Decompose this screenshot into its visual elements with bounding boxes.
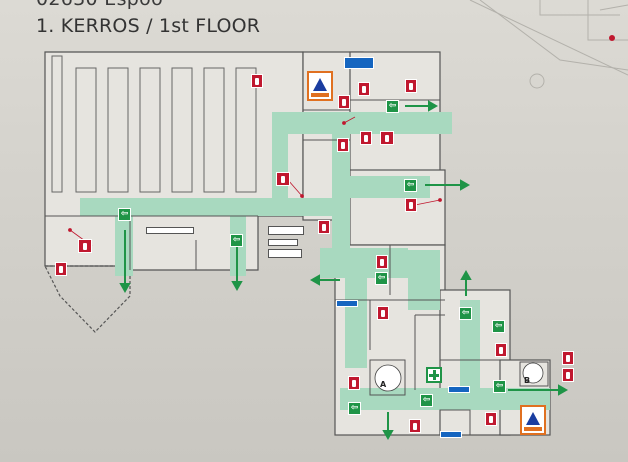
fire-extinguisher-icon [562, 368, 574, 382]
stair-a-label: A [380, 380, 387, 389]
fire-extinguisher-icon [338, 95, 350, 109]
shelter-sign-icon [307, 71, 333, 101]
fire-alarm-icon [78, 239, 92, 253]
emergency-exit-icon: ⇦ [375, 272, 388, 285]
emergency-exit-icon: ⇦ [492, 320, 505, 333]
emergency-exit-icon: ⇦ [386, 100, 399, 113]
emergency-exit-icon: ⇦ [348, 402, 361, 415]
info-sign [336, 300, 358, 307]
info-sign [440, 431, 462, 438]
emergency-exit-icon: ⇦ [118, 208, 131, 221]
fire-extinguisher-icon [405, 79, 417, 93]
fire-extinguisher-icon [485, 412, 497, 426]
fire-extinguisher-icon [337, 138, 349, 152]
site-map-lines [469, 0, 628, 89]
floor-title: 1. KERROS / 1st FLOOR [36, 15, 261, 37]
fire-extinguisher-icon [360, 131, 372, 145]
fire-extinguisher-icon [318, 220, 330, 234]
emergency-exit-icon: ⇦ [404, 179, 417, 192]
address-line: 02630 Espoo [36, 0, 163, 10]
shelter-sign-icon [520, 405, 546, 435]
fire-alarm-icon [380, 131, 394, 145]
stairwells [374, 362, 544, 392]
room-label [268, 249, 302, 258]
fire-extinguisher-icon [495, 343, 507, 357]
warehouse-racks [51, 55, 257, 193]
emergency-exit-icon: ⇦ [459, 307, 472, 320]
you-are-here-dot [609, 35, 615, 41]
fire-extinguisher-icon [348, 376, 360, 390]
emergency-exit-icon: ⇦ [420, 394, 433, 407]
emergency-exit-icon: ⇦ [230, 234, 243, 247]
fire-extinguisher-icon [376, 255, 388, 269]
stair-b-label: B [524, 376, 531, 385]
emergency-exit-icon: ⇦ [493, 380, 506, 393]
first-aid-icon [426, 367, 442, 383]
fire-extinguisher-icon [405, 198, 417, 212]
fire-extinguisher-icon [251, 74, 263, 88]
fire-extinguisher-icon [358, 82, 370, 96]
room-label [146, 227, 194, 234]
info-sign [448, 386, 470, 393]
fire-alarm-icon [276, 172, 290, 186]
fire-extinguisher-icon [562, 351, 574, 365]
fire-extinguisher-icon [377, 306, 389, 320]
interior-walls [45, 99, 549, 436]
fire-extinguisher-icon [55, 262, 67, 276]
exit-arrows [119, 100, 569, 441]
info-sign [344, 57, 374, 69]
fire-extinguisher-icon [409, 419, 421, 433]
room-label [268, 226, 304, 235]
room-label [268, 239, 298, 246]
